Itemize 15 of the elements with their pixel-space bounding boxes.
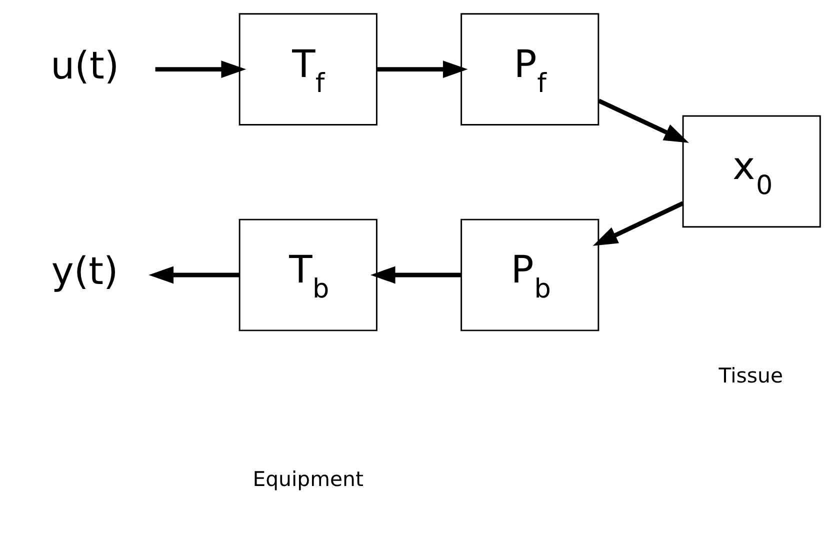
node-box: x$_{0}$ (682, 115, 821, 228)
arrow (155, 60, 246, 78)
node-box: P$_{b}$ (460, 218, 600, 332)
label: Equipment (252, 467, 364, 492)
arrow (598, 98, 689, 143)
node-text: u(t) (50, 44, 120, 88)
arrow (377, 60, 468, 78)
node-box: T$_{f}$ (238, 13, 378, 126)
arrow (148, 266, 240, 284)
arrow (592, 201, 684, 246)
node-box: T$_{b}$ (238, 218, 378, 332)
label: Tissue (718, 364, 784, 388)
node-box: P$_{f}$ (460, 13, 600, 126)
node-text: y(t) (51, 249, 118, 294)
arrow (370, 266, 462, 284)
